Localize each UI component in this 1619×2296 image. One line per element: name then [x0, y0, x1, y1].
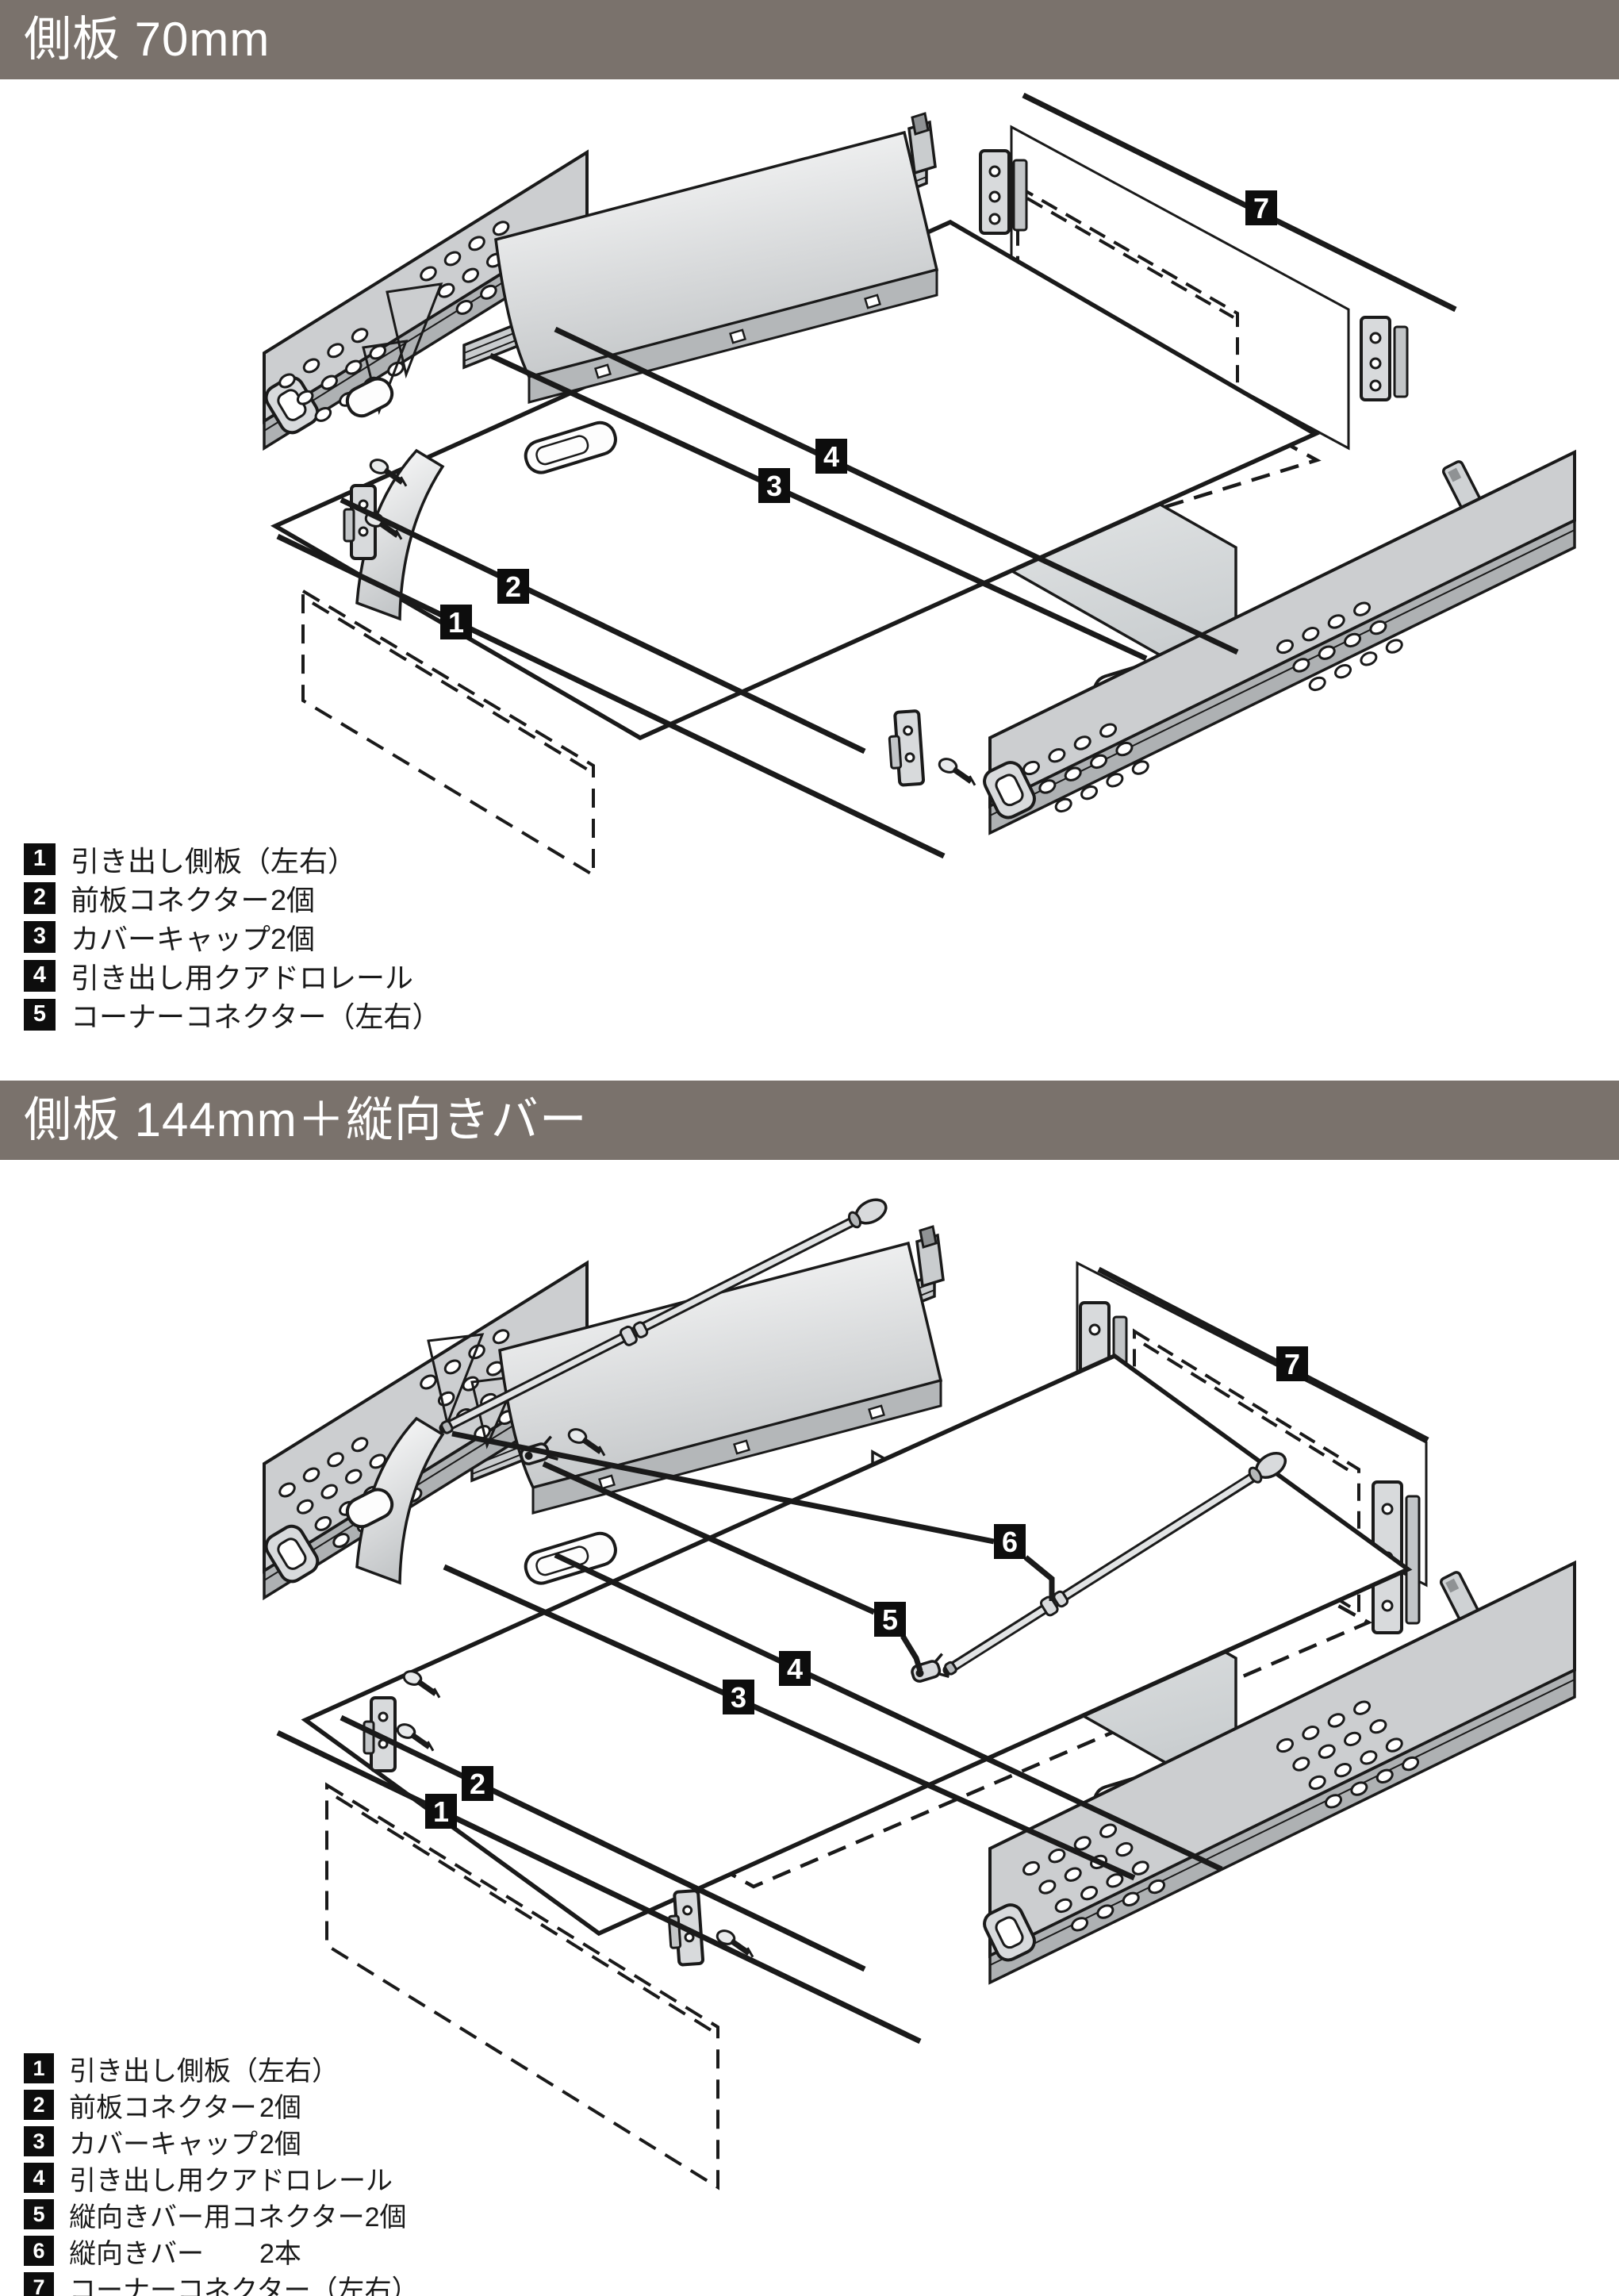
- svg-text:6: 6: [1002, 1526, 1018, 1558]
- section2-title: 側板 144mm＋縦向きバー: [24, 1093, 588, 1146]
- part-number-badge: 1: [24, 2053, 54, 2083]
- svg-text:7: 7: [1253, 192, 1269, 225]
- svg-text:3: 3: [766, 470, 782, 502]
- part-count: 2個: [259, 2092, 301, 2123]
- part-number-badge: 6: [994, 1524, 1026, 1559]
- diagram-side-panel-144mm-vertical-bar: 1 2 3 4 5 6 7: [260, 1198, 1576, 2190]
- part-count: 2個: [270, 883, 316, 916]
- part-number-badge: 5: [24, 2199, 54, 2229]
- part-label: 前板コネクター: [71, 883, 270, 916]
- svg-text:2: 2: [505, 570, 521, 603]
- vertical-bar-left: [439, 1198, 888, 1434]
- part-count: 2個: [259, 2129, 301, 2160]
- part-number-badges: 1 2 3 4 7: [440, 190, 1277, 639]
- part-number-badge: 4: [779, 1651, 811, 1686]
- part-number-badge: 3: [24, 2126, 54, 2156]
- svg-text:3: 3: [731, 1681, 746, 1714]
- bottom-panel-outline: [301, 1353, 1413, 1937]
- part-number-badge: 1: [425, 1794, 457, 1829]
- part-number-badge: 1: [24, 843, 56, 875]
- parts-list-item: 3 カバーキャップ 2個: [24, 2123, 419, 2160]
- drawer-side-panel-right: [980, 1560, 1576, 1985]
- part-number-badge: 1: [440, 605, 472, 639]
- part-label: 引き出し用クアドロレール: [69, 2165, 393, 2196]
- bar-end-tip: [944, 1661, 957, 1676]
- part-number-badge: 7: [24, 2272, 54, 2296]
- section1-header-bar: 側板 70mm: [0, 0, 1619, 79]
- part-number-badge: 3: [758, 468, 790, 503]
- svg-text:4: 4: [823, 440, 839, 473]
- part-label: 引き出し側板（左右）: [71, 844, 357, 877]
- parts-list-item: 1 引き出し側板（左右）: [24, 2050, 419, 2087]
- parts-list-item: 3 カバーキャップ 2個: [24, 917, 441, 956]
- part-number-badge: 7: [1276, 1346, 1308, 1381]
- front-panel-connector-right: [886, 708, 926, 788]
- dashed-back-panel: [1133, 1328, 1360, 1615]
- bar-grip-tip: [1248, 1451, 1287, 1484]
- svg-text:1: 1: [433, 1795, 449, 1828]
- part-number-badge: 2: [497, 569, 529, 604]
- svg-text:5: 5: [882, 1603, 898, 1636]
- corner-connector-left: [979, 149, 1028, 235]
- part-count: 2個: [270, 922, 316, 955]
- part-number-badge: 7: [1245, 190, 1277, 225]
- part-label: コーナーコネクター（左右）: [69, 2275, 419, 2296]
- leader-lines: [276, 92, 1457, 859]
- parts-list-item: 7 コーナーコネクター（左右）: [24, 2269, 419, 2296]
- bar-grip-tip: [847, 1198, 888, 1229]
- svg-text:1: 1: [448, 606, 464, 639]
- part-number-badge: 4: [24, 2163, 54, 2193]
- parts-list-item: 1 引き出し側板（左右）: [24, 839, 441, 878]
- parts-list-item: 5 縦向きバー用コネクター 2個: [24, 2196, 419, 2233]
- vertical-bar-right: [942, 1451, 1287, 1676]
- dashed-front-panel: [325, 1782, 719, 2190]
- dashed-bottom-panel-outline: [487, 1475, 1373, 1889]
- part-number-badge: 5: [24, 998, 56, 1031]
- part-label: 引き出し用クアドロレール: [71, 961, 414, 994]
- svg-text:2: 2: [470, 1768, 485, 1800]
- section2-header-bar: 側板 144mm＋縦向きバー: [0, 1081, 1619, 1160]
- drawer-side-panel-right: [980, 449, 1576, 835]
- part-number-badge: 2: [24, 2090, 54, 2120]
- part-number-badge: 2: [24, 881, 56, 914]
- part-label: カバーキャップ: [71, 922, 271, 955]
- part-label: 引き出し側板（左右）: [69, 2056, 339, 2087]
- part-label: 前板コネクター: [69, 2092, 257, 2123]
- bar-coupler: [1039, 1590, 1069, 1617]
- part-label: 縦向きバー用コネクター: [69, 2202, 365, 2233]
- svg-text:4: 4: [787, 1653, 803, 1685]
- part-label: 縦向きバー: [69, 2238, 204, 2269]
- part-label: コーナーコネクター（左右）: [71, 1000, 441, 1033]
- leader-lines: [276, 1266, 1429, 2045]
- screw-icon: [937, 757, 980, 785]
- part-number-badge: 6: [24, 2236, 54, 2266]
- part-label: カバーキャップ: [69, 2129, 258, 2160]
- corner-connector-right: [1360, 316, 1409, 401]
- svg-text:7: 7: [1284, 1348, 1300, 1380]
- parts-list-item: 4 引き出し用クアドロレール: [24, 956, 441, 995]
- part-count: 2本: [259, 2238, 301, 2269]
- parts-list-item: 4 引き出し用クアドロレール: [24, 2160, 419, 2196]
- part-number-badge: 4: [815, 439, 847, 474]
- part-number-badge: 3: [24, 920, 56, 953]
- bar-coupler: [619, 1321, 649, 1346]
- diagram-side-panel-70mm: 1 2 3 4 7: [260, 92, 1576, 878]
- back-panel-outline: [1076, 1261, 1428, 1588]
- part-number-badge: 5: [874, 1602, 906, 1637]
- parts-list-section1: 1 引き出し側板（左右） 2 前板コネクター 2個 3 カバーキャップ 2個 4…: [24, 839, 441, 1034]
- dashed-front-panel: [301, 588, 595, 878]
- parts-list-section2: 1 引き出し側板（左右） 2 前板コネクター 2個 3 カバーキャップ 2個 4…: [24, 2050, 419, 2296]
- part-number-badge: 3: [723, 1680, 754, 1714]
- parts-list-item: 2 前板コネクター 2個: [24, 2087, 419, 2123]
- parts-list-item: 5 コーナーコネクター（左右）: [24, 995, 441, 1034]
- part-number-badges: 1 2 3 4 5 6 7: [425, 1346, 1308, 1829]
- drawer-side-panel-inner: [494, 130, 939, 404]
- parts-list-item: 6 縦向きバー 2本: [24, 2233, 419, 2269]
- parts-list-item: 2 前板コネクター 2個: [24, 878, 441, 917]
- bar-end-tip: [440, 1419, 454, 1434]
- part-number-badge: 2: [462, 1766, 493, 1801]
- part-number-badge: 4: [24, 959, 56, 992]
- section1-title: 側板 70mm: [24, 13, 270, 66]
- part-count: 2個: [364, 2202, 407, 2233]
